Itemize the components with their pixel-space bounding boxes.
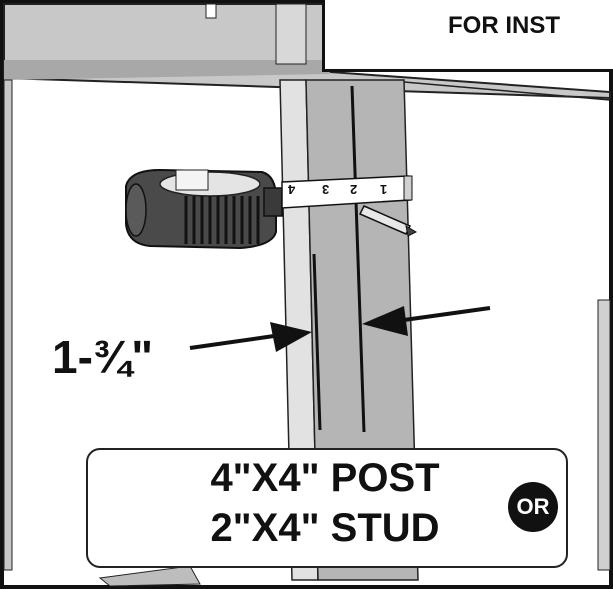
left-arrow [189,322,312,352]
beam-upright [275,3,307,65]
left-edge [3,79,13,571]
reference-line [312,253,322,431]
tape-measure [125,168,418,250]
right-arrow [362,306,491,336]
tape-tick-2: 2 [350,182,358,197]
caption-line-post: 4"X4" POST [210,456,440,500]
top-beam-underside [4,60,330,80]
or-badge: OR [508,482,558,532]
tape-tick-3: 3 [322,182,330,197]
right-beam-edge [403,81,611,101]
tape-tick-1: 1 [380,182,388,197]
measurement-label: 1-¾" [52,331,154,383]
right-edge [597,299,611,571]
floor-strip [98,565,201,587]
header-title: FOR INST [448,12,560,39]
center-line [350,85,366,433]
caption-box: 4"X4" POST 2"X4" STUD [86,448,568,568]
tape-tick-labels: 4 3 2 1 [286,180,406,204]
beam-notch [205,3,217,19]
tape-tick-4: 4 [288,182,296,197]
header-panel [322,0,613,72]
caption-line-stud: 2"X4" STUD [210,506,440,550]
